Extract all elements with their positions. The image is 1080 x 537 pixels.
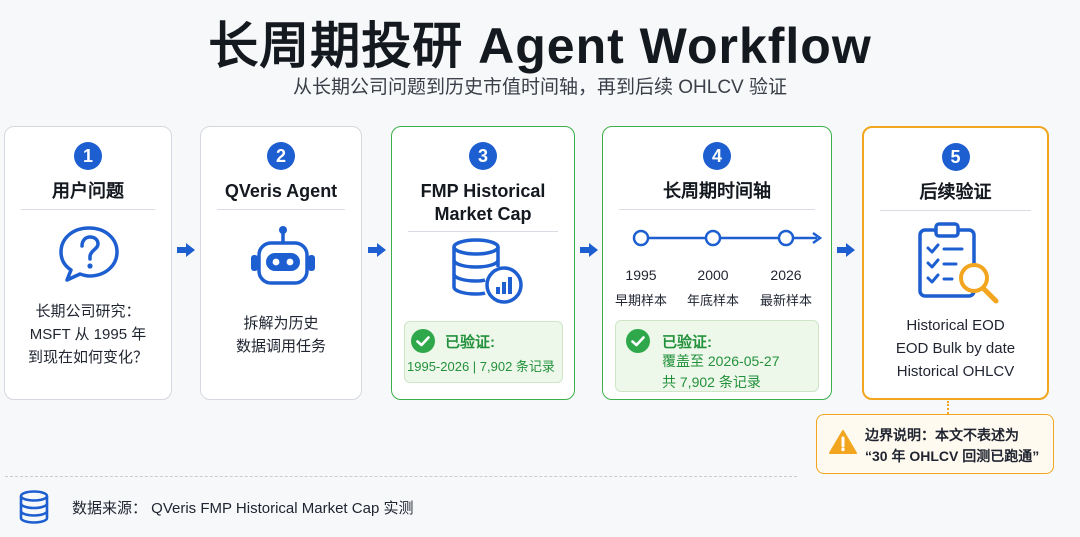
verified-line: 覆盖至 2026-05-27: [662, 353, 780, 369]
step-number: 5: [941, 143, 970, 171]
verified-line: 共 7,902 条记录: [662, 374, 761, 390]
verified-box: 已验证: 1995-2026 | 7,902 条记录: [404, 321, 563, 383]
page-title: 长周期投研 Agent Workflow: [208, 18, 872, 74]
step-title: 用户问题: [52, 181, 124, 201]
arrow-right-icon: [368, 243, 386, 257]
step-desc-line: 到现在如何变化？: [27, 349, 148, 366]
robot-icon: [251, 226, 315, 285]
verified-label: 已验证:: [662, 334, 712, 351]
database-chart-icon: [452, 238, 523, 304]
question-chat-icon: [59, 226, 119, 282]
timeline-year: 1995: [625, 267, 657, 283]
step-number: 2: [267, 142, 295, 170]
verified-label: 已验证:: [445, 334, 495, 351]
step-title: 长周期时间轴: [663, 181, 771, 201]
step-desc-line: 数据调用任务: [235, 338, 326, 355]
check-circle-icon: [626, 329, 650, 353]
step-title-line: Market Cap: [434, 204, 532, 224]
step-title: 后续验证: [919, 182, 992, 202]
timeline-year: 2026: [770, 267, 802, 283]
step-desc-line: EOD Bulk by date: [895, 340, 1016, 357]
divider: [21, 209, 155, 210]
timeline-year: 2000: [697, 267, 729, 283]
page-subtitle: 从长期公司问题到历史市值时间轴，再到后续 OHLCV 验证: [292, 77, 788, 98]
step-number: 3: [469, 142, 497, 170]
step-card-followup-validation: 5 后续验证 Historical EOD EOD Bulk by date H…: [862, 126, 1049, 400]
boundary-note: 边界说明：本文不表述为 “30 年 OHLCV 回测已跑通”: [816, 414, 1054, 474]
verified-box: 已验证: 覆盖至 2026-05-27 共 7,902 条记录: [615, 320, 819, 392]
note-connector: [947, 401, 949, 414]
step-card-user-question: 1 用户问题 长期公司研究： MSFT 从 1995 年 到现在如何变化？: [4, 126, 172, 400]
step-card-timeline: 4 长周期时间轴 1995 早期样本 2000 年底样本 2026 最新样本 已…: [602, 126, 832, 400]
database-icon: [19, 490, 49, 524]
divider: [880, 210, 1031, 211]
step-number: 4: [703, 142, 731, 170]
arrow-right-icon: [177, 243, 195, 257]
footer-divider: [5, 476, 797, 477]
step-card-fmp-market-cap: 3 FMP Historical Market Cap 已验证: 1995-20…: [391, 126, 575, 400]
verified-text: 1995-2026 | 7,902 条记录: [407, 359, 555, 374]
check-circle-icon: [411, 329, 435, 353]
step-title-line: FMP Historical: [420, 181, 546, 201]
step-desc-line: 长期公司研究：: [35, 303, 141, 320]
timeline-axis: [632, 229, 823, 247]
divider: [217, 209, 345, 210]
divider: [619, 209, 815, 210]
step-desc-line: Historical OHLCV: [896, 363, 1015, 380]
step-number: 1: [74, 142, 102, 170]
clipboard-search-icon: [918, 222, 999, 304]
timeline-label: 早期样本: [614, 293, 667, 308]
warning-icon: [829, 430, 857, 454]
footer-source: 数据来源： QVeris FMP Historical Market Cap 实…: [72, 500, 414, 517]
step-title: QVeris Agent: [224, 181, 338, 201]
divider: [408, 231, 558, 232]
step-card-qveris-agent: 2 QVeris Agent 拆解为历史 数据调用任务: [200, 126, 362, 400]
step-desc-line: Historical EOD: [906, 317, 1005, 334]
step-desc-line: MSFT 从 1995 年: [29, 326, 147, 343]
arrow-right-icon: [580, 243, 598, 257]
arrow-right-icon: [837, 243, 855, 257]
timeline-label: 年底样本: [686, 293, 739, 308]
step-desc-line: 拆解为历史: [243, 315, 319, 332]
note-line: 边界说明：本文不表述为: [865, 427, 1019, 443]
note-line: “30 年 OHLCV 回测已跑通”: [865, 448, 1040, 464]
timeline-label: 最新样本: [759, 293, 812, 308]
